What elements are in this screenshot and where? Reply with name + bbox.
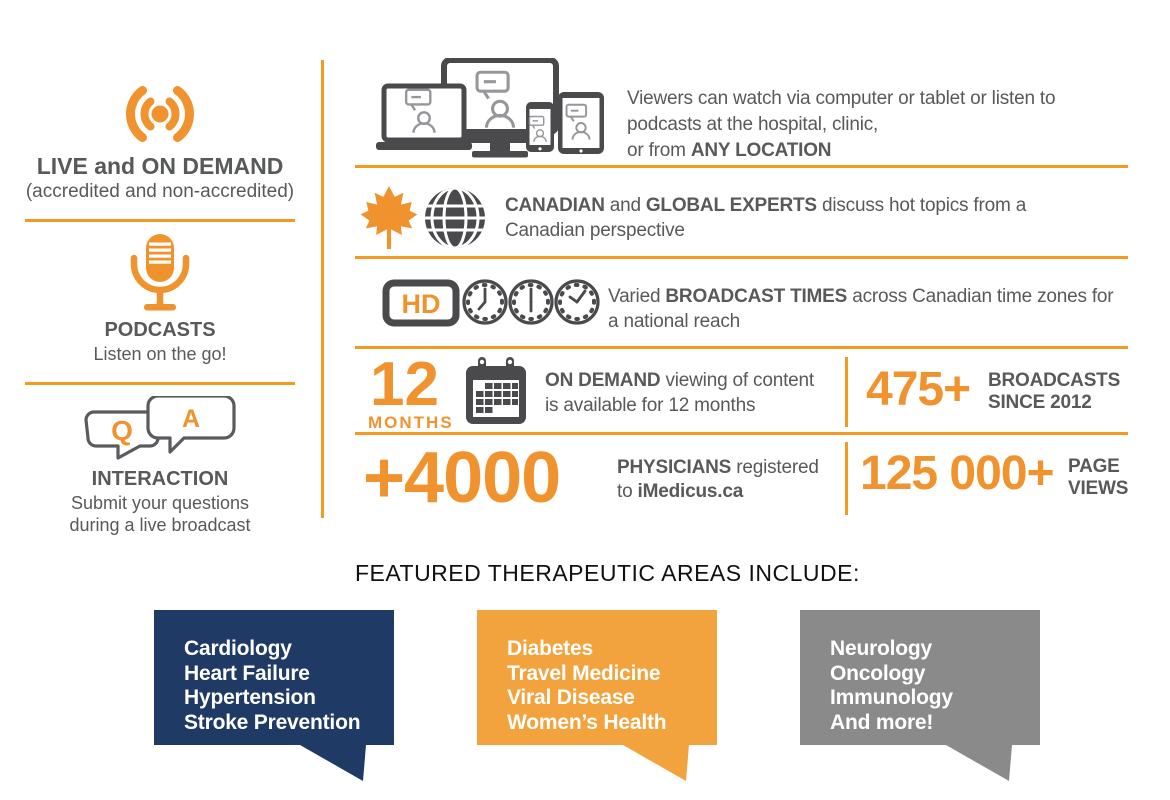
main-vertical-divider [321,60,324,518]
twelve-number: 12 [370,350,439,419]
globe-icon [425,188,485,248]
bubble2-line1: Diabetes [507,637,593,660]
broadcasts-stat: 475+ [866,363,971,416]
row1-text: Viewers can watch via computer or tablet… [627,86,1056,164]
bubble2-line4: Women’s Health [507,710,667,734]
qa-letter-a: A [182,405,200,433]
row-divider-4 [355,432,1128,435]
row1-line2: podcasts at the hospital, clinic, [627,114,879,135]
row1-line3: or from ANY LOCATION [627,140,832,161]
bubble2-line2: Travel Medicine [507,661,661,685]
row5-stat-divider [845,442,848,515]
left-divider-1 [25,219,295,222]
bubble1-line3: Hypertension [184,686,316,709]
physicians-number: +4000 [363,438,561,518]
row-divider-2 [355,256,1128,259]
therapeutic-bubble-diabetes: Diabetes Travel Medicine Viral Disease W… [477,610,717,781]
row4-line2: is available for 12 months [545,395,756,416]
featured-heading: FEATURED THERAPEUTIC AREAS INCLUDE: [355,560,860,586]
broadcast-icon [126,86,194,142]
bubble2-line3: Viral Disease [507,686,635,709]
pageviews-stat-label: PAGE VIEWS [1068,456,1129,499]
qa-speech-bubbles-icon: Q A [84,396,236,460]
months-label: MONTHS [368,413,454,432]
live-ondemand-subtitle: (accredited and non-accredited) [25,181,295,202]
live-ondemand-title: LIVE and ON DEMAND [36,153,284,179]
row4-line1: ON DEMAND viewing of content [545,370,814,391]
left-divider-2 [25,382,295,385]
bubble3-line1: Neurology [830,637,933,660]
bubble1-line4: Stroke Prevention [184,710,361,734]
bubble3-line4: And more! [830,710,934,734]
row-divider-3 [355,346,1128,349]
row1-line1: Viewers can watch via computer or tablet… [627,88,1056,109]
bubble1-line2: Heart Failure [184,661,310,685]
therapeutic-bubble-neurology: Neurology Oncology Immunology And more! [800,610,1040,781]
calendar-icon [466,357,526,424]
bubble1-line1: Cardiology [184,637,292,660]
row4-stat-divider [845,357,848,427]
podcasts-title: PODCASTS [104,319,216,341]
row2-line2: Canadian perspective [505,220,685,241]
maple-leaf-icon [360,186,418,249]
hd-label: HD [402,289,441,319]
row3-line2: a national reach [608,311,741,332]
interaction-line2: during a live broadcast [69,515,251,535]
row-divider-1 [355,165,1128,168]
row5-text: PHYSICIANS registered to iMedicus.ca [617,456,819,504]
interaction-line1: Submit your questions [70,493,250,513]
pageviews-stat: 125 000+ [860,447,1055,500]
podcasts-subtitle: Listen on the go! [93,344,227,364]
interaction-title: INTERACTION [91,468,229,490]
therapeutic-bubble-cardiology: Cardiology Heart Failure Hypertension St… [154,610,394,781]
row5-line2: to iMedicus.ca [617,481,744,502]
row3-text: Varied BROADCAST TIMES across Canadian t… [608,284,1114,334]
row4-text: ON DEMAND viewing of content is availabl… [545,368,814,418]
broadcasts-stat-label: BROADCASTS SINCE 2012 [988,370,1121,413]
row3-line1: Varied BROADCAST TIMES across Canadian t… [608,286,1114,307]
hd-icon: HD [382,279,460,327]
devices-icon [376,58,604,158]
qa-letter-q: Q [111,415,133,446]
bubble3-line2: Oncology [830,661,926,685]
row5-line1: PHYSICIANS registered [617,457,819,478]
microphone-icon [130,234,190,311]
bubble3-line3: Immunology [830,686,953,709]
timezone-clocks-icon [462,279,600,325]
